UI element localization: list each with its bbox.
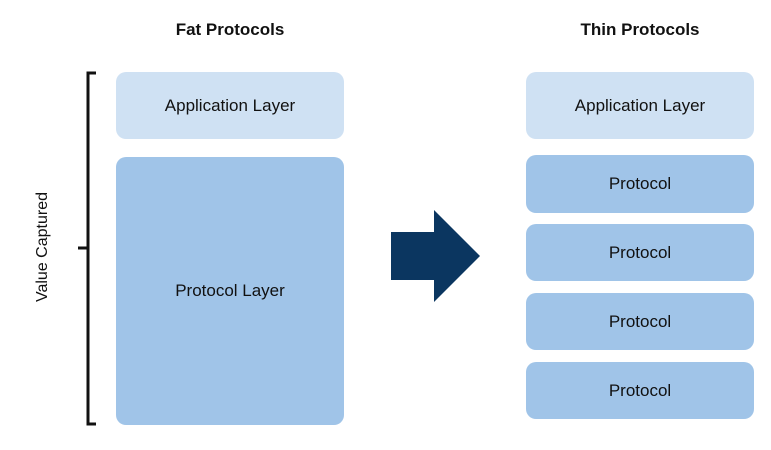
thin-application-layer-label: Application Layer (574, 95, 706, 115)
thin-protocol-3: Protocol (526, 293, 754, 350)
thin-protocol-1-label: Protocol (608, 174, 672, 193)
fat-application-layer: Application Layer (116, 72, 344, 139)
fat-protocol-layer: Protocol Layer (116, 157, 344, 425)
thin-protocol-3-label: Protocol (608, 311, 672, 331)
thin-application-layer: Application Layer (526, 72, 754, 139)
bracket-path (78, 71, 96, 426)
thin-protocol-1: Protocol (526, 155, 754, 213)
fat-protocols-title: Fat Protocols (175, 20, 285, 39)
thin-protocols-title: Thin Protocols (580, 20, 700, 39)
thin-protocol-2-label: Protocol (608, 242, 672, 262)
thin-protocol-4-label: Protocol (608, 380, 672, 400)
thin-protocol-4: Protocol (526, 362, 754, 419)
fat-protocol-layer-label: Protocol Layer (175, 281, 285, 300)
value-captured-label: Value Captured (34, 192, 51, 302)
arrow-right-icon (391, 210, 480, 302)
thin-protocol-2: Protocol (526, 224, 754, 281)
fat-application-layer-label: Application Layer (164, 95, 296, 115)
